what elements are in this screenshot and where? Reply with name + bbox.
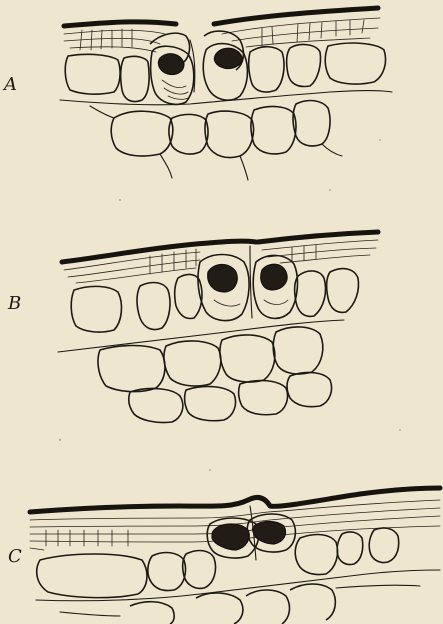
panel-c-mesophyll-3 xyxy=(290,584,335,620)
panel-b-epidermal-cell-2 xyxy=(137,283,170,330)
panel-c-epidermal-cell-1 xyxy=(37,554,147,598)
panel-a-mesophyll-2 xyxy=(169,114,208,154)
paper-grain xyxy=(59,139,400,470)
panel-c-epidermal-cell-5 xyxy=(337,532,363,565)
panel-c-epidermal-cell-3 xyxy=(183,551,216,589)
panel-b-drawing xyxy=(58,232,378,423)
panel-b-epidermal-cell-4 xyxy=(295,271,326,316)
panel-b-mesophyll-4 xyxy=(273,327,323,374)
panel-b-pore xyxy=(250,246,252,318)
panel-c-guard-nucleus-left xyxy=(212,524,249,550)
panel-b-mesophyll-7 xyxy=(239,381,288,415)
panel-b-mesophyll-5 xyxy=(129,389,183,423)
panel-c-drawing xyxy=(30,488,440,624)
panel-a-mesophyll-walls xyxy=(90,106,342,180)
panel-b-mesophyll-1 xyxy=(98,346,165,392)
panel-a-cuticle xyxy=(64,8,378,26)
panel-c-leader-line xyxy=(30,548,44,550)
panel-c-epidermal-cell-4 xyxy=(295,535,337,575)
panel-b-cuticle xyxy=(62,232,378,262)
panel-b-guard-nucleus-right xyxy=(261,264,287,290)
panel-b-mesophyll-2 xyxy=(164,341,221,386)
panel-a-guard-striation xyxy=(162,80,188,99)
panel-b-mesophyll-3 xyxy=(220,335,275,382)
panel-a-drawing xyxy=(60,8,392,180)
panel-a-mesophyll-4 xyxy=(251,107,296,154)
panel-a-epidermal-cell-4 xyxy=(287,45,321,87)
panel-a-guard-nucleus-left xyxy=(158,54,184,75)
panel-a-mesophyll-3 xyxy=(205,111,254,157)
panel-a-mesophyll-1 xyxy=(111,111,173,156)
panel-c-cuticle xyxy=(30,488,440,512)
panel-c-epidermal-cell-2 xyxy=(148,553,186,591)
panel-label-b: B xyxy=(8,295,21,313)
panel-label-a: A xyxy=(4,76,17,94)
panel-a-epidermal-cell-2 xyxy=(121,56,149,101)
panel-c-epidermal-cell-6 xyxy=(369,528,398,563)
panel-label-c: C xyxy=(8,548,22,566)
panel-a-mesophyll-5 xyxy=(293,101,330,146)
panel-c-mesophyll-1 xyxy=(196,593,243,624)
panel-c-mesophyll-4 xyxy=(130,602,174,624)
panel-a-pits-right xyxy=(262,20,364,46)
panel-c-mesophyll-2 xyxy=(246,590,289,624)
panel-b-mesophyll-6 xyxy=(185,387,236,421)
panel-a-epidermal-cell-3 xyxy=(249,47,284,92)
panel-b-guard-nucleus-left xyxy=(208,265,238,293)
panel-a-wall-layers-left xyxy=(64,30,165,52)
panel-b-inner-boundary xyxy=(58,320,344,352)
panel-a-epidermal-cell-1 xyxy=(65,54,120,94)
panel-b-epidermal-cell-1 xyxy=(71,286,121,332)
panel-c-pits xyxy=(46,530,128,546)
panel-a-guard-nucleus-right xyxy=(214,48,242,68)
panel-b-wall-layers-right xyxy=(262,240,378,263)
panel-b-epidermal-cell-5 xyxy=(327,269,359,313)
panel-b-mesophyll-8 xyxy=(287,373,332,407)
panel-a-epidermal-cell-5 xyxy=(325,43,385,84)
